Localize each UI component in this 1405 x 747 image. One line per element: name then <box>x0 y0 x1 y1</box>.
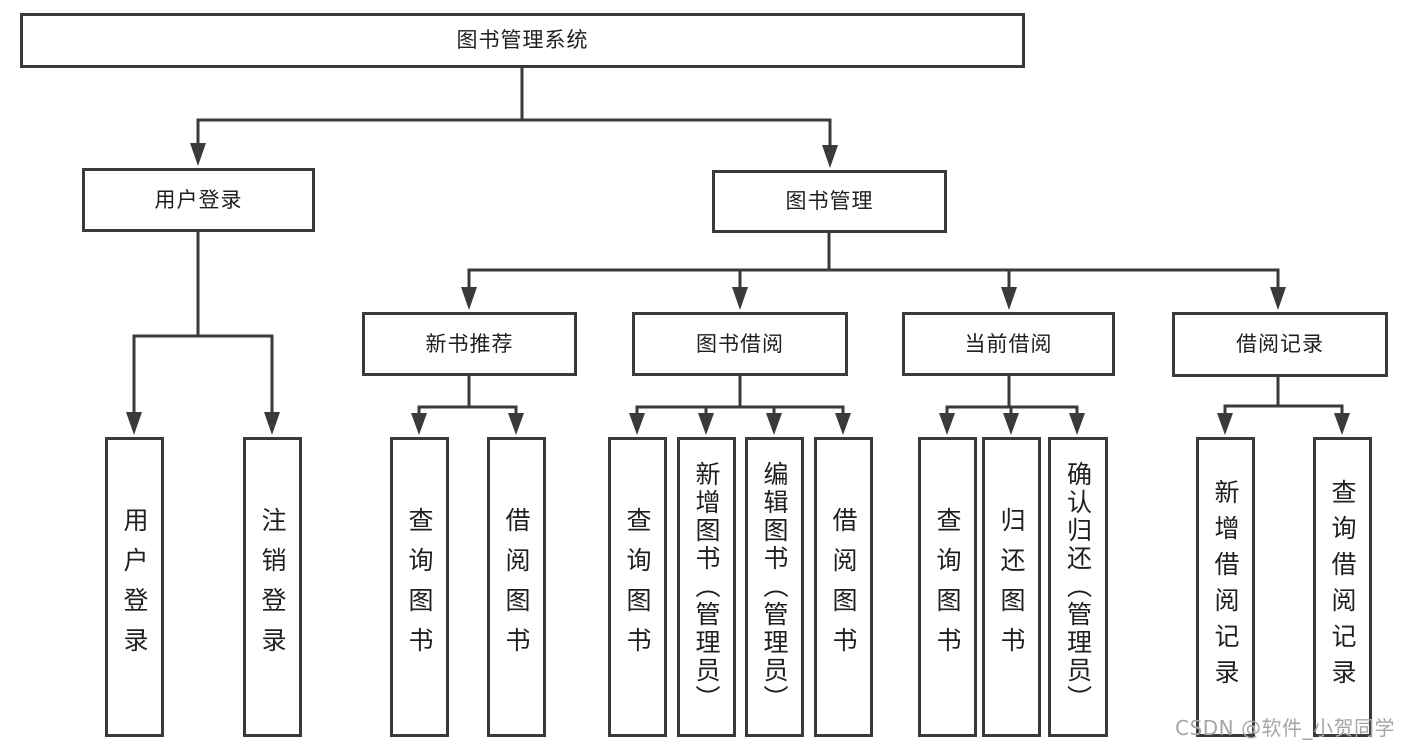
leaf-user-login: 用户登录 <box>105 437 164 737</box>
leaf-edit-book-admin-label: 编辑图书（管理员） <box>760 461 789 713</box>
leaf-logout-login: 注销登录 <box>243 437 302 737</box>
leaf-query-books-recommend: 查询图书 <box>390 437 449 737</box>
leaf-query-borrow-record: 查询借阅记录 <box>1313 437 1372 737</box>
leaf-return-book-label: 归还图书 <box>997 507 1026 667</box>
node-book-management-label: 图书管理 <box>785 189 874 213</box>
edge-root-to-level2 <box>196 68 832 148</box>
leaf-query-books-current-label: 查询图书 <box>933 507 962 667</box>
leaf-query-borrow-record-label: 查询借阅记录 <box>1328 479 1357 695</box>
edge-recommend-to-leaves <box>417 376 518 417</box>
edge-current-to-leaves <box>945 376 1079 417</box>
leaf-query-books-borrow-label: 查询图书 <box>623 507 652 667</box>
node-book-management: 图书管理 <box>712 170 947 233</box>
node-current-borrow: 当前借阅 <box>902 312 1115 376</box>
node-borrow-records: 借阅记录 <box>1172 312 1388 377</box>
edge-borrow-to-leaves <box>635 376 845 417</box>
leaf-user-login-label: 用户登录 <box>120 507 149 667</box>
leaf-borrow-books-borrow: 借阅图书 <box>814 437 873 737</box>
leaf-confirm-return-admin: 确认归还（管理员） <box>1048 437 1108 737</box>
arrowheads <box>126 143 1350 435</box>
leaf-query-books-recommend-label: 查询图书 <box>405 507 434 667</box>
leaf-query-books-current: 查询图书 <box>918 437 977 737</box>
leaf-logout-login-label: 注销登录 <box>258 507 287 667</box>
node-new-book-recommend-label: 新书推荐 <box>425 331 514 356</box>
node-book-borrow: 图书借阅 <box>632 312 848 376</box>
leaf-add-book-admin: 新增图书（管理员） <box>677 437 736 737</box>
node-new-book-recommend: 新书推荐 <box>362 312 577 376</box>
node-root: 图书管理系统 <box>20 13 1025 68</box>
edge-bookmgmt-to-level3 <box>467 233 1280 290</box>
node-book-borrow-label: 图书借阅 <box>696 331 784 356</box>
node-root-label: 图书管理系统 <box>456 28 589 52</box>
node-user-login-label: 用户登录 <box>154 187 243 212</box>
node-current-borrow-label: 当前借阅 <box>964 331 1053 356</box>
leaf-borrow-books-recommend-label: 借阅图书 <box>502 507 531 667</box>
leaf-borrow-books-recommend: 借阅图书 <box>487 437 546 737</box>
node-borrow-records-label: 借阅记录 <box>1236 332 1324 356</box>
leaf-add-borrow-record: 新增借阅记录 <box>1196 437 1255 737</box>
leaf-add-book-admin-label: 新增图书（管理员） <box>692 461 721 713</box>
csdn-watermark: CSDN @软件_小贺同学 <box>1175 716 1395 740</box>
edge-records-to-leaves <box>1223 377 1344 417</box>
leaf-confirm-return-admin-label: 确认归还（管理员） <box>1063 461 1093 713</box>
leaf-add-borrow-record-label: 新增借阅记录 <box>1211 479 1240 695</box>
node-user-login: 用户登录 <box>82 168 315 232</box>
leaf-query-books-borrow: 查询图书 <box>608 437 667 737</box>
leaf-return-book: 归还图书 <box>982 437 1041 737</box>
leaf-edit-book-admin: 编辑图书（管理员） <box>745 437 804 737</box>
leaf-borrow-books-borrow-label: 借阅图书 <box>829 507 858 667</box>
edge-userlogin-to-leaves <box>132 232 274 415</box>
